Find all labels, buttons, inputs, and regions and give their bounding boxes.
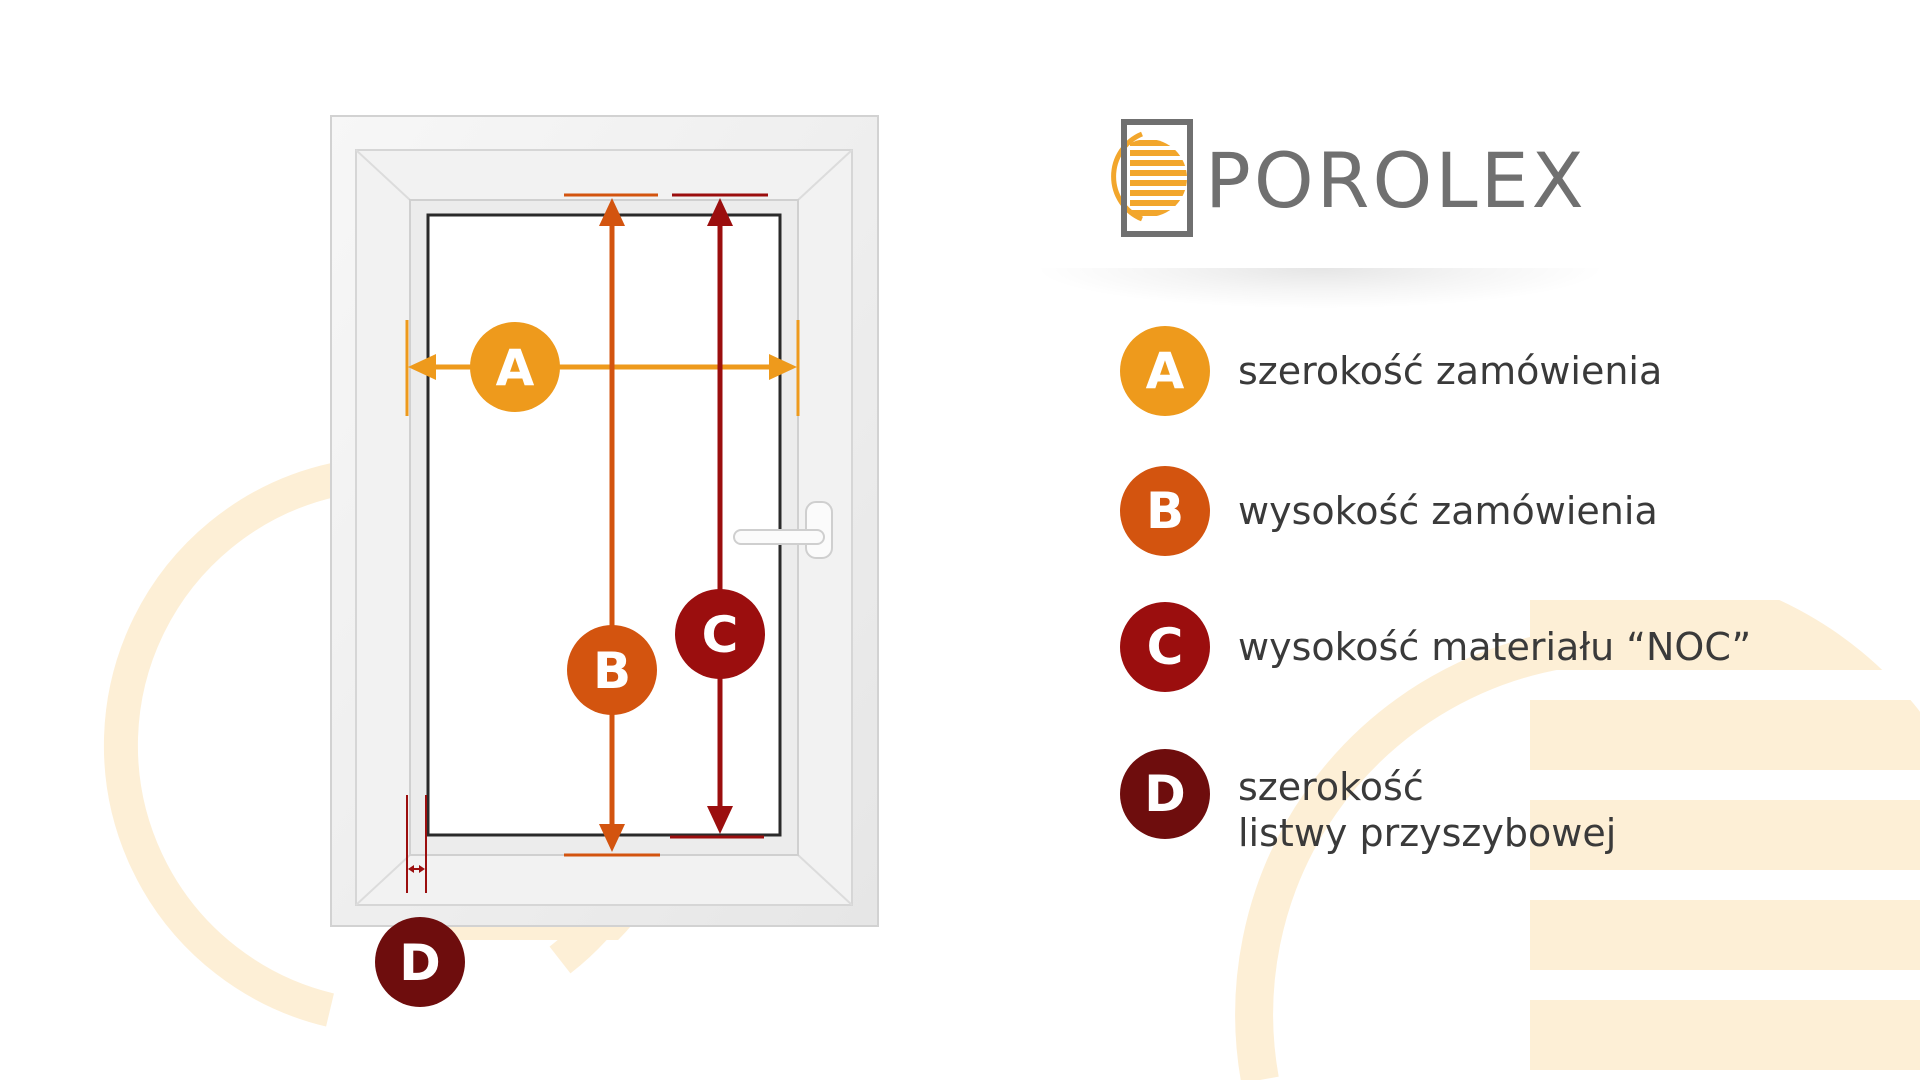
legend-badge-d: D — [1120, 749, 1210, 839]
measure-b-line — [564, 193, 660, 857]
brand-underline-shadow — [1040, 268, 1600, 308]
legend-item-d: D szerokość listwy przyszybowej — [1120, 732, 1616, 856]
decor-sun-right — [1235, 600, 1920, 1080]
marker-b: B — [567, 625, 657, 715]
marker-c-letter: C — [702, 606, 739, 664]
legend-label-d: szerokość listwy przyszybowej — [1238, 764, 1616, 856]
measure-d-line — [406, 795, 427, 893]
legend-item-c: C wysokość materiału “NOC” — [1120, 602, 1751, 692]
marker-d-letter: D — [399, 934, 441, 992]
marker-a: A — [470, 322, 560, 412]
marker-d: D — [375, 917, 465, 1007]
legend-label-d-line2: listwy przyszybowej — [1238, 811, 1617, 855]
legend-badge-b: B — [1120, 466, 1210, 556]
legend-label-c: wysokość materiału “NOC” — [1238, 625, 1752, 669]
legend-label-b: wysokość zamówienia — [1238, 489, 1658, 533]
legend-label-d-line1: szerokość — [1238, 765, 1424, 809]
marker-a-letter: A — [496, 339, 535, 397]
legend-badge-a: A — [1120, 326, 1210, 416]
window-illustration — [330, 115, 879, 927]
legend-item-b: B wysokość zamówienia — [1120, 466, 1658, 556]
legend-badge-c: C — [1120, 602, 1210, 692]
brand-wordmark: POROLEX — [1205, 136, 1587, 225]
measure-c-line — [670, 193, 768, 839]
window-handle-icon — [733, 501, 833, 559]
marker-b-letter: B — [593, 642, 631, 700]
porolex-logo-icon — [1111, 119, 1193, 237]
legend-item-a: A szerokość zamówienia — [1120, 326, 1662, 416]
marker-c: C — [675, 589, 765, 679]
legend-label-a: szerokość zamówienia — [1238, 349, 1663, 393]
